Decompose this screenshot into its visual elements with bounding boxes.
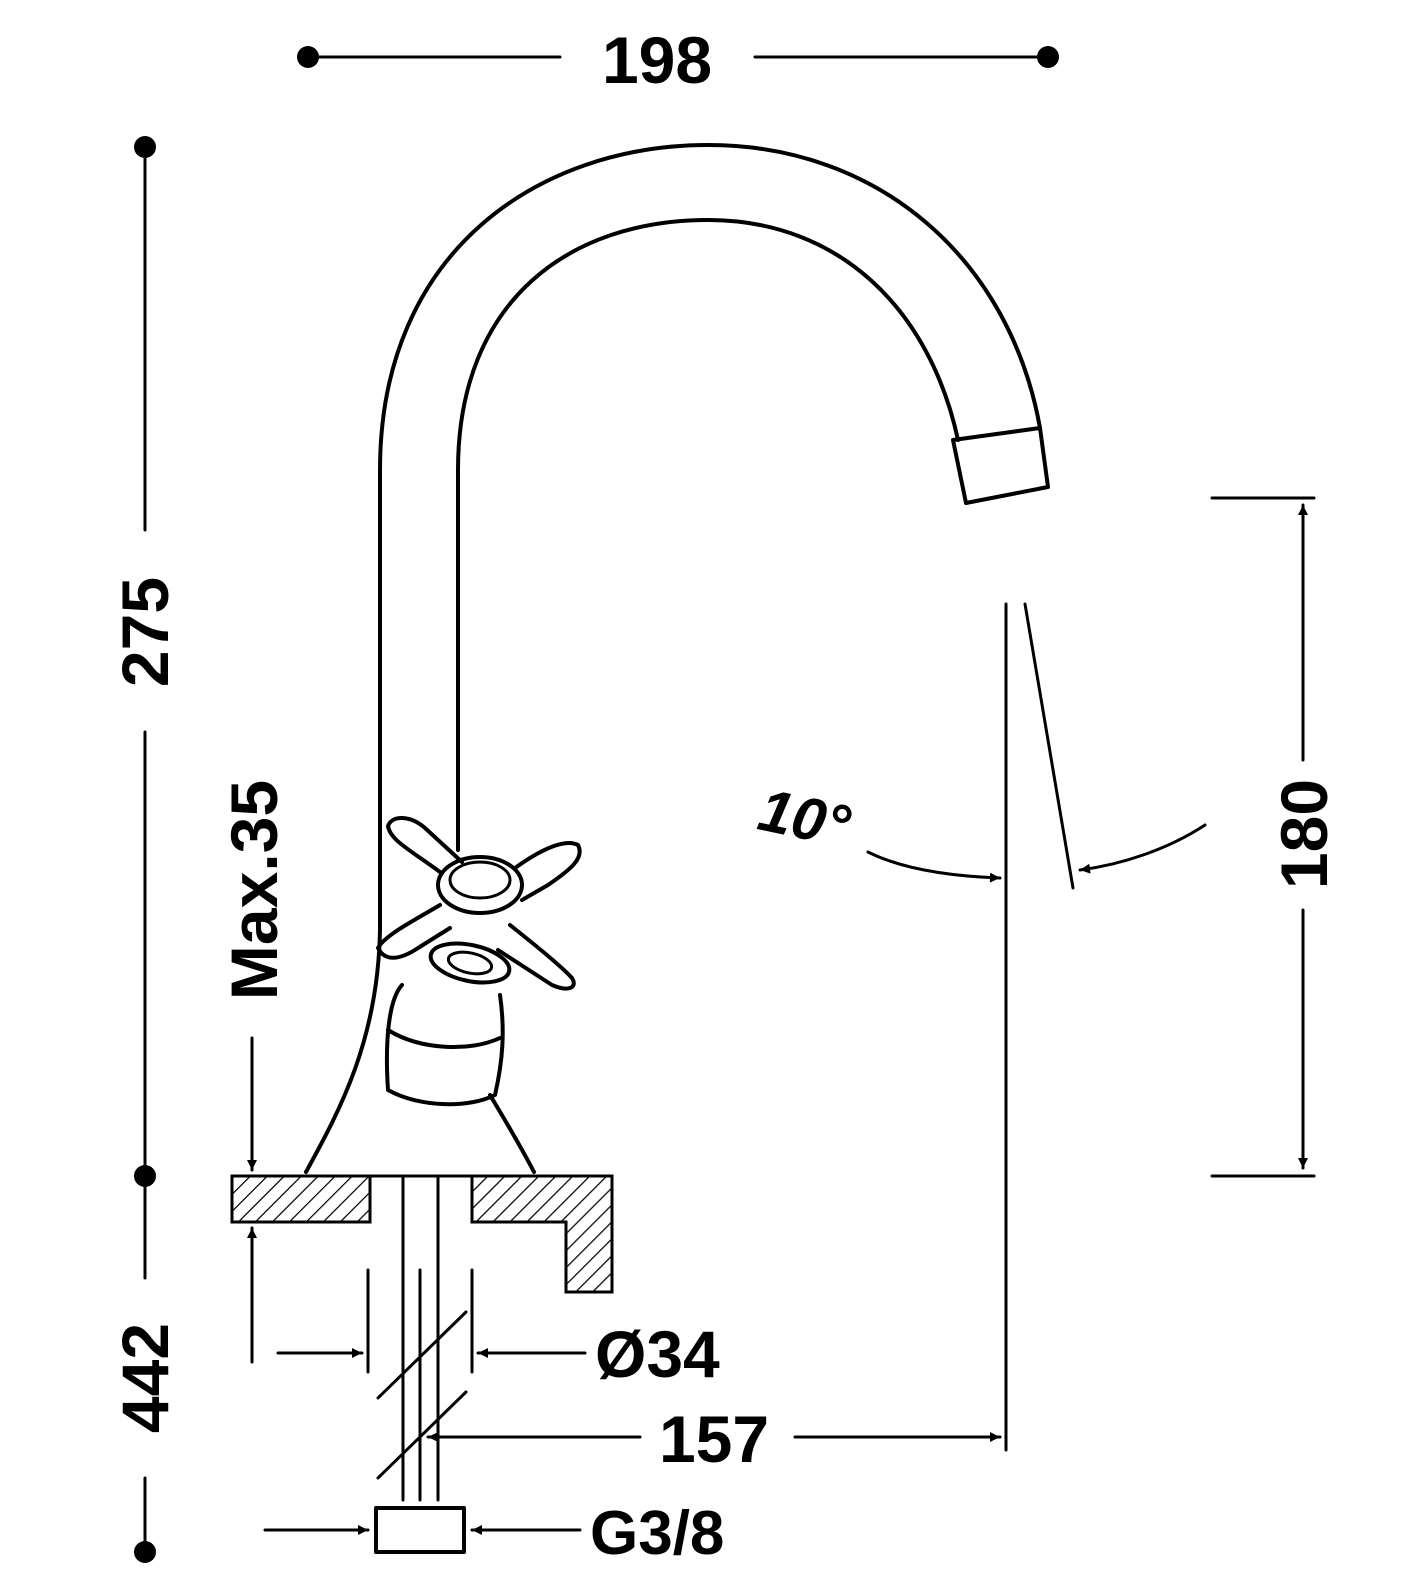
width-label: 198 [602,23,712,97]
reach-label: 157 [659,1402,769,1476]
reach-dimension: 157 [426,602,1008,1476]
height-dimension: 275 442 [108,136,182,1563]
shank [366,1174,474,1554]
cross-handle [376,816,582,991]
clearance-dimension: 180 [1210,496,1341,1178]
deck-thickness-label: Max.35 [217,780,291,1000]
countertop [230,1174,614,1294]
angle-label: 10° [753,776,857,861]
tap-body [304,143,1050,1554]
height-label: 275 [108,577,182,687]
connection-label: G3/8 [590,1499,724,1568]
diameter-label: Ø34 [595,1317,720,1391]
diameter-dimension: Ø34 [276,1317,720,1391]
clearance-label: 180 [1267,779,1341,889]
connector-nut [374,1506,466,1554]
angle-dimension: 10° [753,602,1207,890]
aerator [951,426,1050,505]
deck-thickness-dimension: Max.35 [217,780,291,1364]
hose-length-label: 442 [108,1323,182,1433]
width-dimension: 198 [297,23,1059,97]
connection-dimension: G3/8 [263,1499,724,1568]
